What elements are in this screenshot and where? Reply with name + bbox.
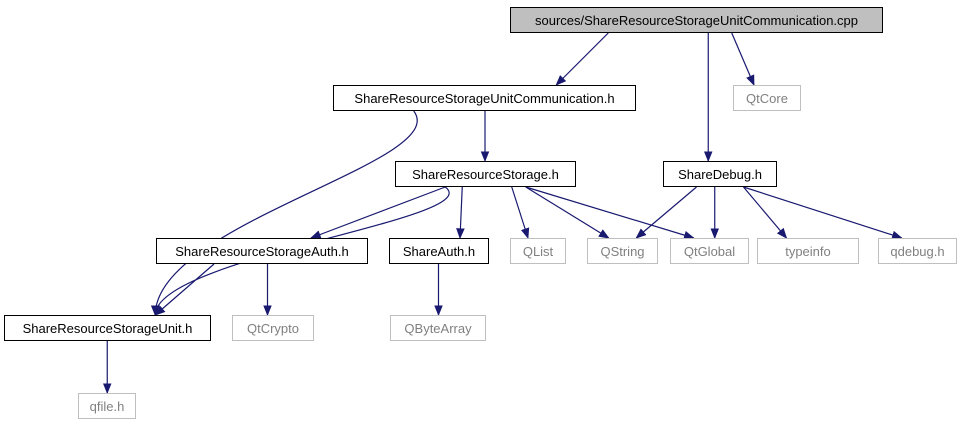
edge-storage_h-to-qtglobal: [525, 186, 695, 240]
edge-debug_h-to-typeinfo: [743, 186, 788, 239]
edge-storage_h-to-qlist: [511, 186, 530, 240]
node-resource-storage-unit-h[interactable]: ShareResourceStorageUnit.h: [4, 315, 211, 341]
edge-debug_h-to-qdebug_h: [743, 186, 903, 240]
node-qdebug-h: qdebug.h: [878, 238, 957, 264]
edge-root-to-qtcore: [731, 32, 755, 86]
edge-storage_h-to-auth_h: [456, 186, 465, 240]
node-share-debug-h[interactable]: ShareDebug.h: [663, 161, 777, 187]
node-unit-communication-h[interactable]: ShareResourceStorageUnitCommunication.h: [333, 85, 636, 111]
node-qstring: QString: [587, 238, 658, 264]
edge-storage_h-to-auth_storage_h: [309, 186, 446, 239]
node-root-cpp[interactable]: sources/ShareResourceStorageUnitCommunic…: [510, 7, 883, 33]
node-share-auth-h[interactable]: ShareAuth.h: [389, 238, 489, 264]
edge-debug_h-to-qstring: [635, 186, 697, 239]
node-qfile-h: qfile.h: [78, 393, 136, 419]
edge-storage_h-to-qstring: [525, 186, 610, 239]
node-qlist: QList: [510, 238, 566, 264]
node-typeinfo: typeinfo: [757, 238, 859, 264]
edge-root-to-unitcomm_h: [555, 32, 609, 86]
edge-unitcomm_h-to-unit_h: [150, 110, 418, 317]
node-qbytearray: QByteArray: [390, 315, 486, 341]
edge-auth_storage_h-to-unit_h: [154, 263, 215, 316]
node-qtcrypto: QtCrypto: [232, 315, 314, 341]
node-qtglobal: QtGlobal: [670, 238, 749, 264]
node-resource-storage-auth-h[interactable]: ShareResourceStorageAuth.h: [156, 238, 368, 264]
node-resource-storage-h[interactable]: ShareResourceStorage.h: [395, 161, 576, 187]
node-qtcore: QtCore: [733, 85, 801, 111]
